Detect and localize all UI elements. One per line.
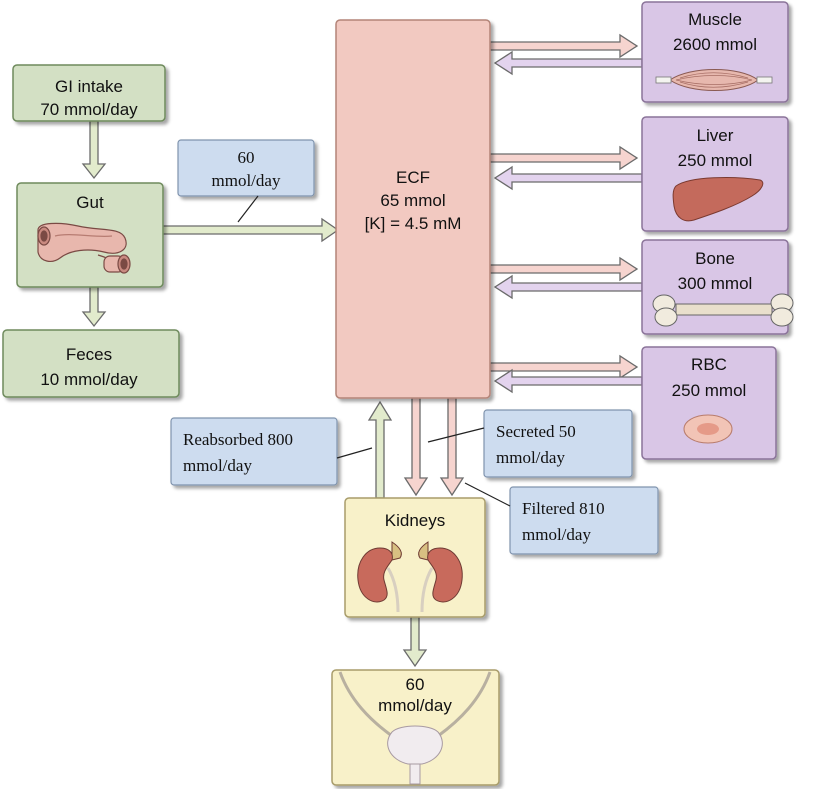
arrow-muscle-to-ecf [493,50,643,76]
urine-unit: mmol/day [378,696,452,715]
gut-box: Gut [16,182,164,288]
arrow-kidneys-to-urine [402,616,428,668]
bone-box: Bone 300 mmol [641,239,794,335]
arrow-intake-to-gut [81,120,107,180]
feces-title: Feces [66,345,112,364]
rbc-amount: 250 mmol [672,381,747,400]
bone-amount: 300 mmol [678,274,753,293]
arrow-reabsorbed [367,400,393,499]
secreted-unit: mmol/day [496,448,565,467]
rbc-box: RBC 250 mmol [641,346,777,460]
arrow-liver-to-ecf [493,165,643,191]
ecf-title: ECF [396,168,430,187]
secreted-callout: Secreted 50 mmol/day [427,409,633,478]
muscle-box: Muscle 2600 mmol [641,1,789,103]
arrow-gut-to-feces [81,286,107,328]
arrow-ecf-to-liver [489,145,639,171]
kidneys-label: Kidneys [385,511,445,530]
absorption-unit: mmol/day [212,171,281,190]
absorption-callout: 60 mmol/day [177,139,315,223]
ecf-box: ECF 65 mmol [K] = 4.5 mM [335,19,491,399]
ecf-concentration: [K] = 4.5 mM [365,214,462,233]
red-blood-cell-icon [683,414,733,444]
arrow-ecf-to-muscle [489,33,639,59]
secreted-amount: Secreted 50 [496,422,576,441]
liver-title: Liver [697,126,734,145]
muscle-amount: 2600 mmol [673,35,757,54]
kidneys-icon [357,541,463,613]
reabsorbed-unit: mmol/day [183,456,252,475]
arrow-gut-to-ecf [161,217,340,243]
filtered-amount: Filtered 810 [522,499,605,518]
liver-amount: 250 mmol [678,151,753,170]
reabsorbed-callout: Reabsorbed 800 mmol/day [170,417,373,486]
kidneys-box: Kidneys [344,497,486,618]
bladder-icon [338,671,492,785]
muscle-title: Muscle [688,10,742,29]
muscle-icon [655,69,773,91]
gi-intake-amount: 70 mmol/day [40,100,138,119]
bone-title: Bone [695,249,735,268]
feces-amount: 10 mmol/day [40,370,138,389]
absorption-amount: 60 [238,148,255,167]
intestine-icon [37,222,131,274]
gi-intake-box: GI intake 70 mmol/day [12,64,166,122]
gi-intake-title: GI intake [55,77,123,96]
bone-icon [652,293,794,327]
ecf-amount: 65 mmol [380,191,445,210]
liver-icon [672,177,764,222]
feces-box: Feces 10 mmol/day [2,329,180,398]
urine-box: 60 mmol/day [331,669,500,786]
arrows [81,33,643,668]
rbc-title: RBC [691,355,727,374]
reabsorbed-amount: Reabsorbed 800 [183,430,293,449]
filtered-unit: mmol/day [522,525,591,544]
arrow-bone-to-ecf [493,274,643,300]
arrow-secreted [439,397,465,497]
arrow-filtered [403,397,429,497]
arrow-rbc-to-ecf [493,368,643,394]
filtered-callout: Filtered 810 mmol/day [464,482,659,555]
liver-box: Liver 250 mmol [641,116,789,232]
arrow-ecf-to-bone [489,256,639,282]
gut-label: Gut [76,193,104,212]
urine-amount: 60 [406,675,425,694]
